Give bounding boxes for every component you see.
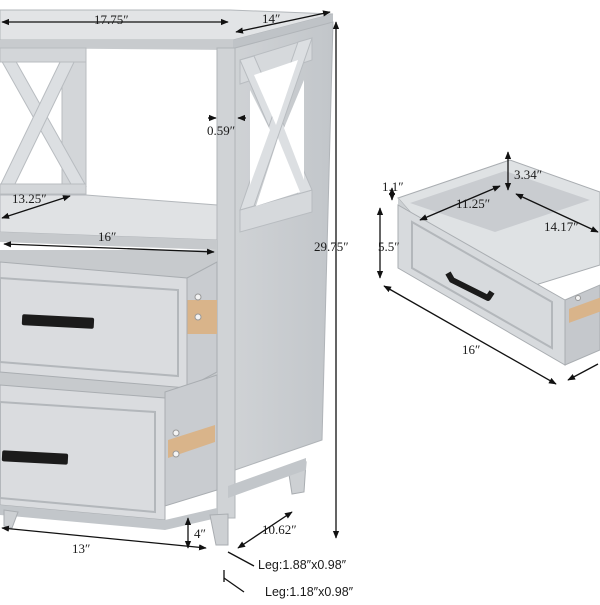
dim-leg-back: Leg:1.18″x0.98″ [265,585,354,599]
dim-frame-thickness: 0.59″ [207,123,236,138]
right-side-panel [216,47,236,519]
front-leg-right [209,513,229,546]
left-x-frame [0,47,87,199]
dim-height: 29.75″ [314,239,349,254]
dim-top-width: 17.75″ [94,12,129,27]
dim-leg-front: Leg:1.88″x0.98″ [258,558,347,572]
dim-leg-height: 4″ [194,526,206,541]
dim-shelf-depth: 13.25″ [12,191,47,206]
cabinet [0,9,334,546]
top-drawer [0,261,218,389]
front-leg-left [3,509,19,529]
dim-drawer-inner-depth: 11.25″ [456,196,491,211]
dimension-lines [1,10,599,593]
dim-drawer-outer-depth: 14.17″ [544,219,579,234]
dim-drawer-side-thickness: 1.1″ [382,179,404,194]
bottom-drawer-handle [1,450,69,465]
dim-drawer-inner-height: 3.34″ [514,167,543,182]
dim-base-depth: 10.62″ [262,522,297,537]
right-x-frame [239,37,313,233]
dim-shelf-width: 16″ [98,229,117,244]
bottom-drawer [0,374,218,521]
drawer-detail-view [397,159,600,366]
dim-bottom-width: 13″ [72,541,91,556]
dim-drawer-front-width: 16″ [462,342,481,357]
dim-top-depth: 14″ [262,11,281,26]
top-drawer-handle [21,314,95,329]
dim-drawer-front-height: 5.5″ [378,239,400,254]
